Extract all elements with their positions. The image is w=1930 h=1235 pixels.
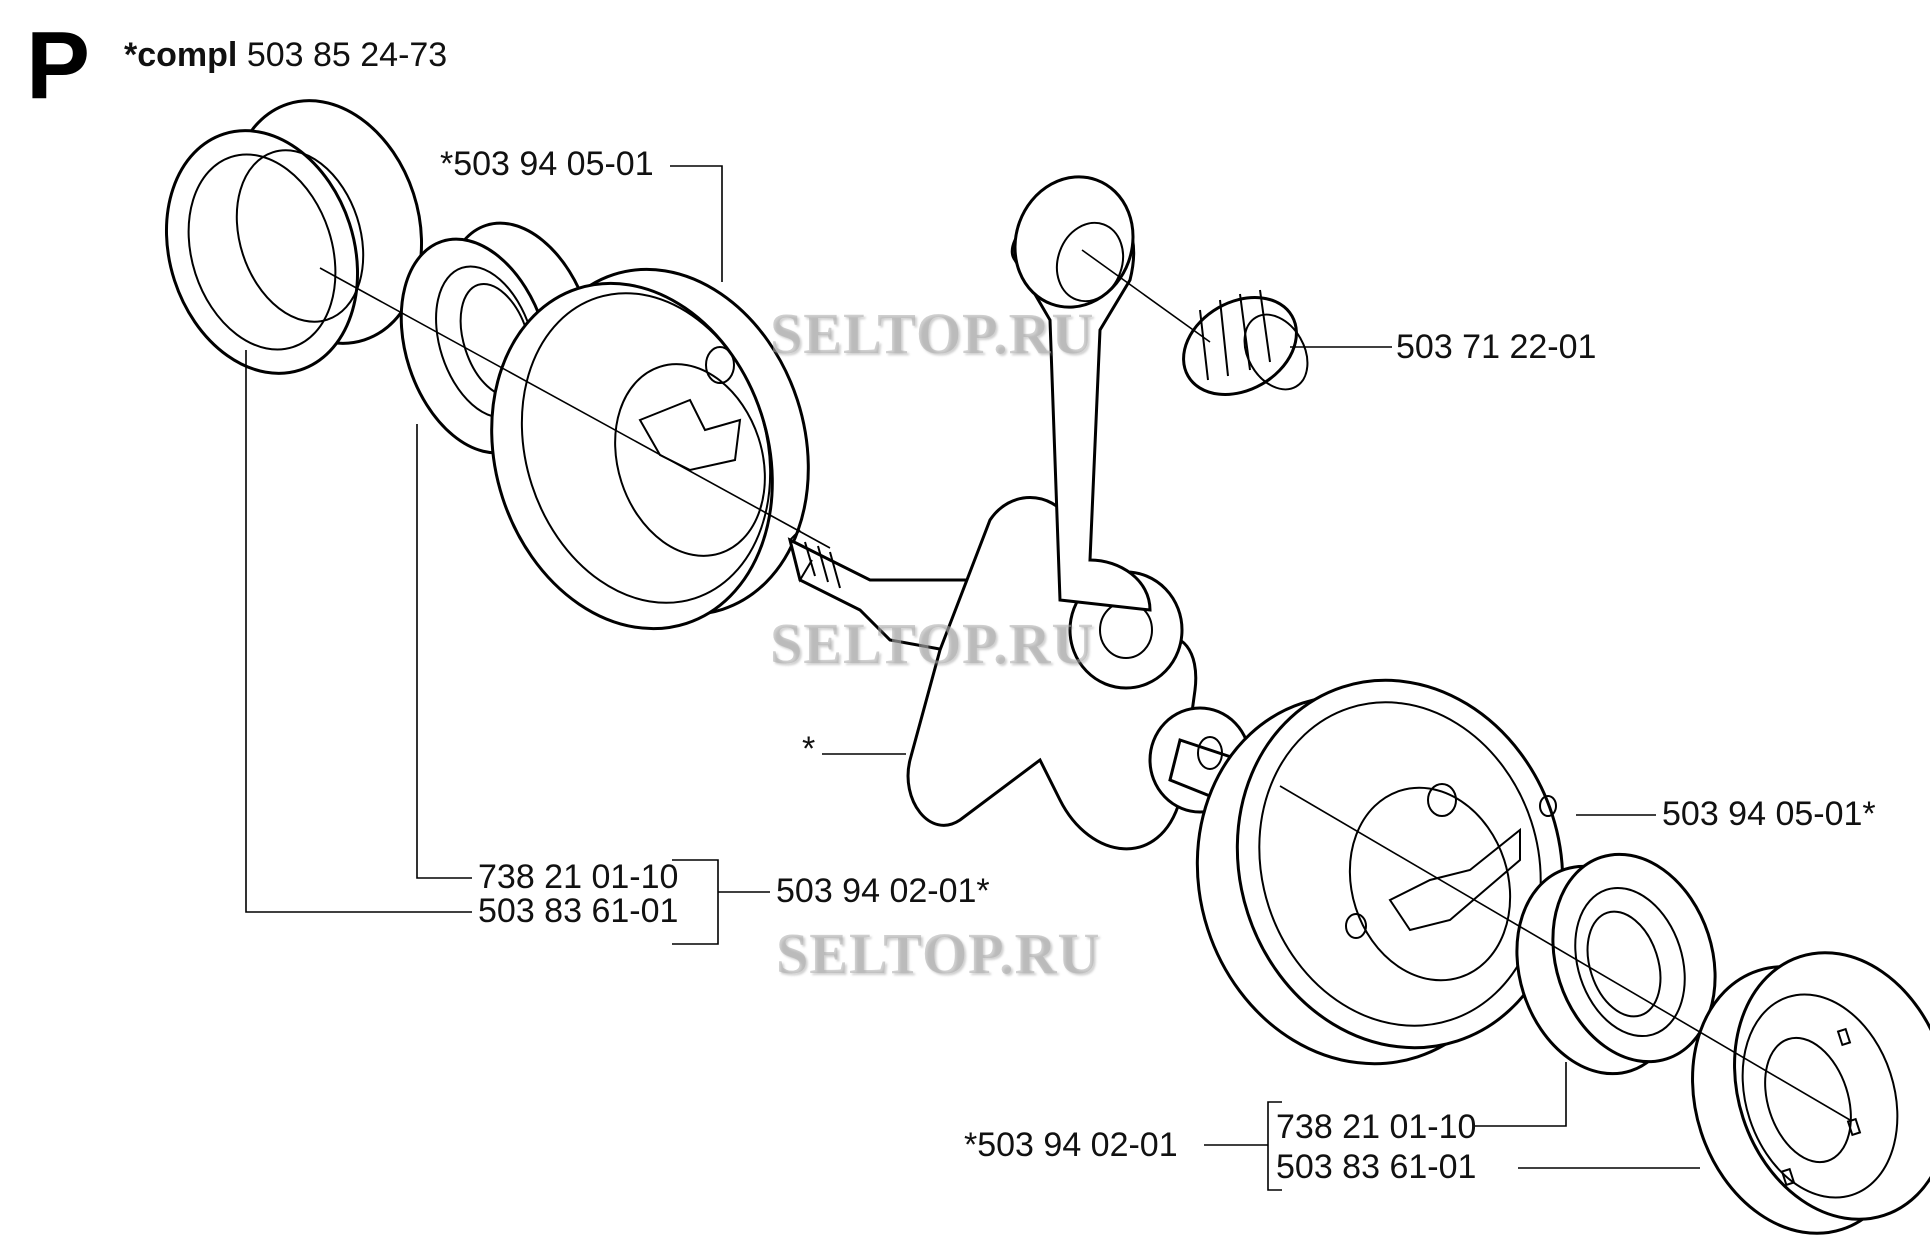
part-label-left-bearing-1: 738 21 01-10 [478, 858, 679, 896]
part-label-right-bearing-2: 503 83 61-01 [1276, 1148, 1477, 1186]
section-letter: P [26, 12, 91, 119]
assembly-axis-lines [319, 249, 1851, 1121]
part-label-clutch-half-right: 503 94 05-01* [1662, 795, 1876, 833]
watermark: SELTOP.RU [770, 301, 1095, 366]
part-label-left-group: 503 94 02-01* [776, 872, 990, 910]
compl-title: *compl 503 85 24-73 [124, 36, 447, 74]
watermark: SELTOP.RU [770, 611, 1095, 676]
part-label-left-bearing-2: 503 83 61-01 [478, 892, 679, 930]
ball-bearing-right [1515, 852, 1717, 1076]
part-label-crankshaft: * [802, 730, 816, 768]
needle-bearing [1182, 289, 1309, 396]
seal-ring-right [1691, 951, 1930, 1235]
connecting-rod [1011, 175, 1152, 612]
part-label-right-bearing-1: 738 21 01-10 [1276, 1108, 1477, 1146]
watermark: SELTOP.RU [776, 921, 1101, 986]
part-label-clutch-half-left: *503 94 05-01 [440, 145, 654, 183]
compl-number: 503 85 24-73 [246, 36, 448, 74]
compl-prefix: *compl [124, 36, 238, 74]
crank-half-left [490, 267, 810, 631]
seal-ring-left [164, 99, 424, 375]
leader-lines [245, 165, 1700, 1191]
part-label-right-group: *503 94 02-01 [964, 1126, 1178, 1164]
crank-half-right [1195, 678, 1565, 1066]
part-label-needle-bearing: 503 71 22-01 [1396, 328, 1597, 366]
